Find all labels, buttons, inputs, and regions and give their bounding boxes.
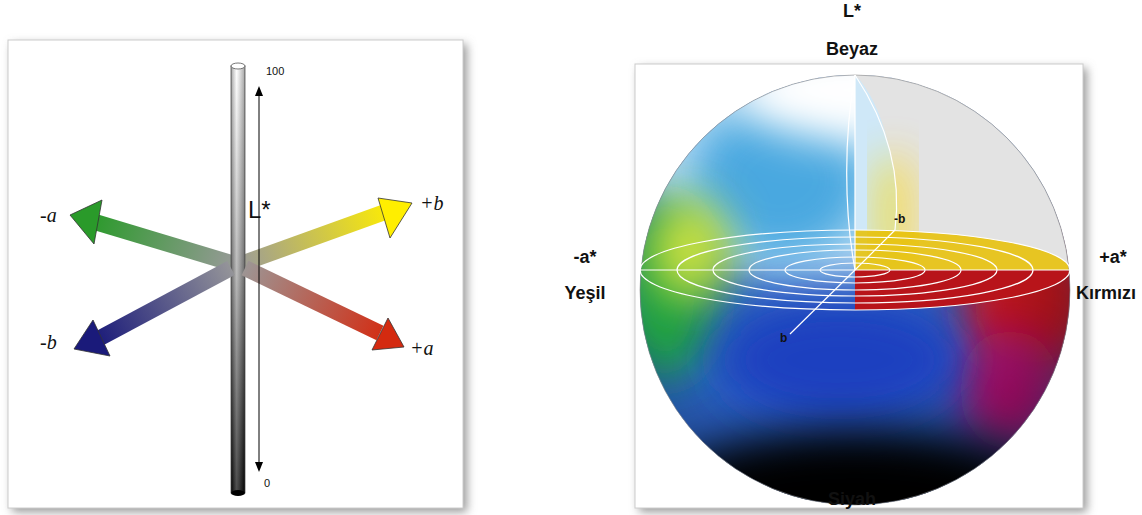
pole-label: Siyah xyxy=(828,490,876,508)
axis-name: +b xyxy=(420,193,444,213)
pole-label: Beyaz xyxy=(826,40,878,58)
axis-mark: b xyxy=(780,332,787,344)
pole-label: Kırmızı xyxy=(1076,284,1136,302)
value-tick: 100 xyxy=(266,66,284,77)
axis-name: -a* xyxy=(573,248,596,266)
axis-name: L* xyxy=(843,2,861,20)
pole-label: Yeşil xyxy=(564,284,605,302)
axis-mark: -b xyxy=(894,213,905,225)
value-tick: 0 xyxy=(264,478,270,489)
axis-name: L* xyxy=(248,198,271,222)
axis-name: -b xyxy=(40,332,57,352)
axis-name: +a* xyxy=(1099,248,1127,266)
axis-name: +a xyxy=(410,338,434,358)
axis-name: -a xyxy=(40,205,57,225)
